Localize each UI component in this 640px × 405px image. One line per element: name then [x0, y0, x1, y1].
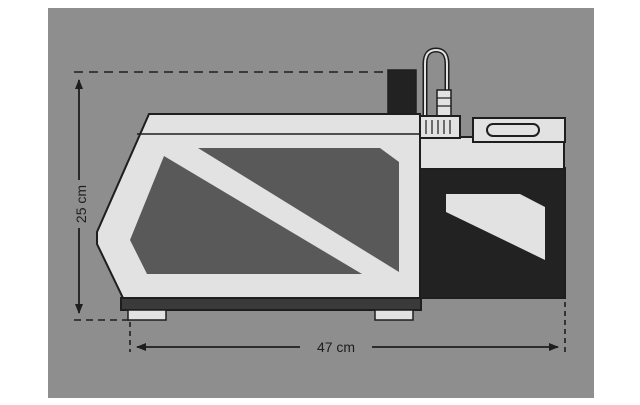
right-module-handle [486, 123, 540, 137]
device-main-housing [96, 113, 422, 321]
housing-foot-right [374, 309, 414, 321]
right-module-window [446, 194, 545, 260]
height-dimension-label: 25 cm [73, 185, 89, 223]
connector-tube-highlight [424, 48, 448, 122]
housing-window-upper [198, 148, 399, 272]
housing-foot-left [127, 309, 167, 321]
rear-tower [387, 69, 417, 121]
housing-base-bar [120, 297, 422, 311]
housing-window-lower [130, 156, 362, 274]
width-dimension-label: 47 cm [317, 339, 355, 355]
device-right-module [419, 117, 566, 299]
